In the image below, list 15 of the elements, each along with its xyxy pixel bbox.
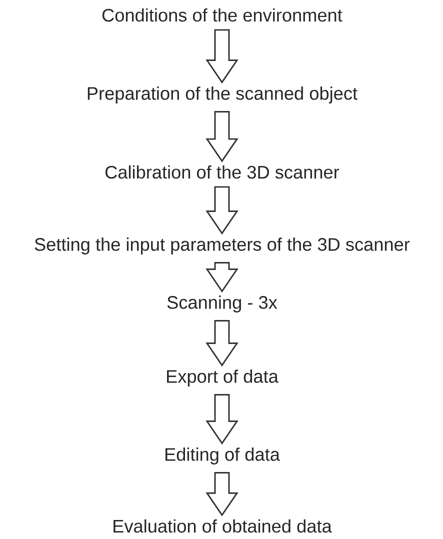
step-text: Calibration of the 3D scanner xyxy=(106,165,340,179)
step-text: Preparation of the scanned object xyxy=(88,86,358,104)
hollow-arrow xyxy=(206,186,238,235)
step-text: Evaluation of obtained data xyxy=(114,519,332,533)
hollow-arrow xyxy=(206,320,238,367)
step-text: Editing of data xyxy=(166,448,280,464)
step-text: Setting the input parameters of the 3D scanner xyxy=(34,238,410,254)
step-text: Export of data xyxy=(167,370,278,386)
step-text: Scanning - 3x xyxy=(167,296,278,312)
step-text: Conditions of the environment xyxy=(102,8,342,22)
hollow-arrow xyxy=(206,29,238,84)
hollow-arrow xyxy=(206,472,238,516)
hollow-arrow xyxy=(206,110,238,162)
hollow-arrow xyxy=(206,262,238,293)
hollow-arrow xyxy=(206,394,238,445)
